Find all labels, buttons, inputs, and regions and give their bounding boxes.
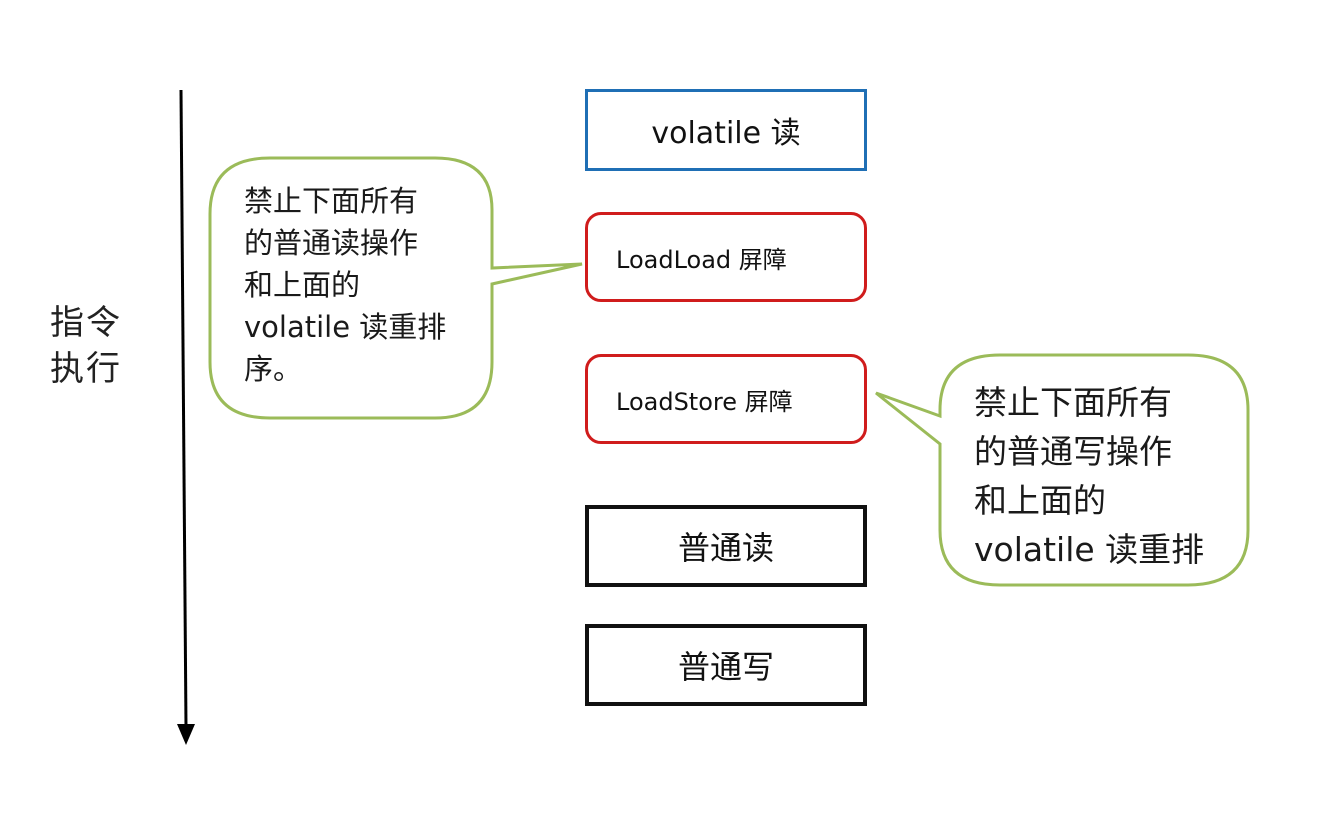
axis-label-line-2: 执行 xyxy=(50,349,122,389)
axis-label-line-1: 指令 xyxy=(50,303,122,343)
normal-write-box: 普通写 xyxy=(585,624,867,706)
left-callout-shape xyxy=(208,156,583,420)
loadload-barrier-box: LoadLoad 屏障 xyxy=(585,212,867,302)
execution-arrow-head xyxy=(177,724,195,745)
normal-read-box: 普通读 xyxy=(585,505,867,587)
right-callout-shape xyxy=(875,353,1250,587)
execution-axis-label: 指令 执行 xyxy=(50,300,140,392)
execution-arrow-line xyxy=(179,89,188,729)
left-callout-line: 禁止下面所有 xyxy=(244,184,419,218)
loadstore-barrier-box: LoadStore 屏障 xyxy=(585,354,867,444)
left-callout-line: volatile 读重排 xyxy=(244,310,447,344)
volatile-read-label: volatile 读 xyxy=(651,116,801,151)
left-callout-line: 序。 xyxy=(244,352,303,386)
volatile-read-box: volatile 读 xyxy=(585,89,867,171)
left-callout-line: 的普通读操作 xyxy=(244,226,419,260)
left-callout-text: 禁止下面所有 的普通读操作 和上面的 volatile 读重排 序。 xyxy=(244,180,446,390)
loadstore-barrier-label: LoadStore 屏障 xyxy=(616,387,793,416)
right-callout-line: 和上面的 xyxy=(974,481,1106,520)
normal-write-label: 普通写 xyxy=(677,648,774,686)
loadload-barrier-label: LoadLoad 屏障 xyxy=(616,245,787,274)
right-callout-text: 禁止下面所有 的普通写操作 和上面的 volatile 读重排 xyxy=(974,378,1204,574)
left-callout-line: 和上面的 xyxy=(244,268,361,302)
right-callout-line: 的普通写操作 xyxy=(974,432,1172,471)
normal-read-label: 普通读 xyxy=(677,529,774,567)
right-callout-line: volatile 读重排 xyxy=(974,530,1205,569)
right-callout-line: 禁止下面所有 xyxy=(974,383,1172,422)
